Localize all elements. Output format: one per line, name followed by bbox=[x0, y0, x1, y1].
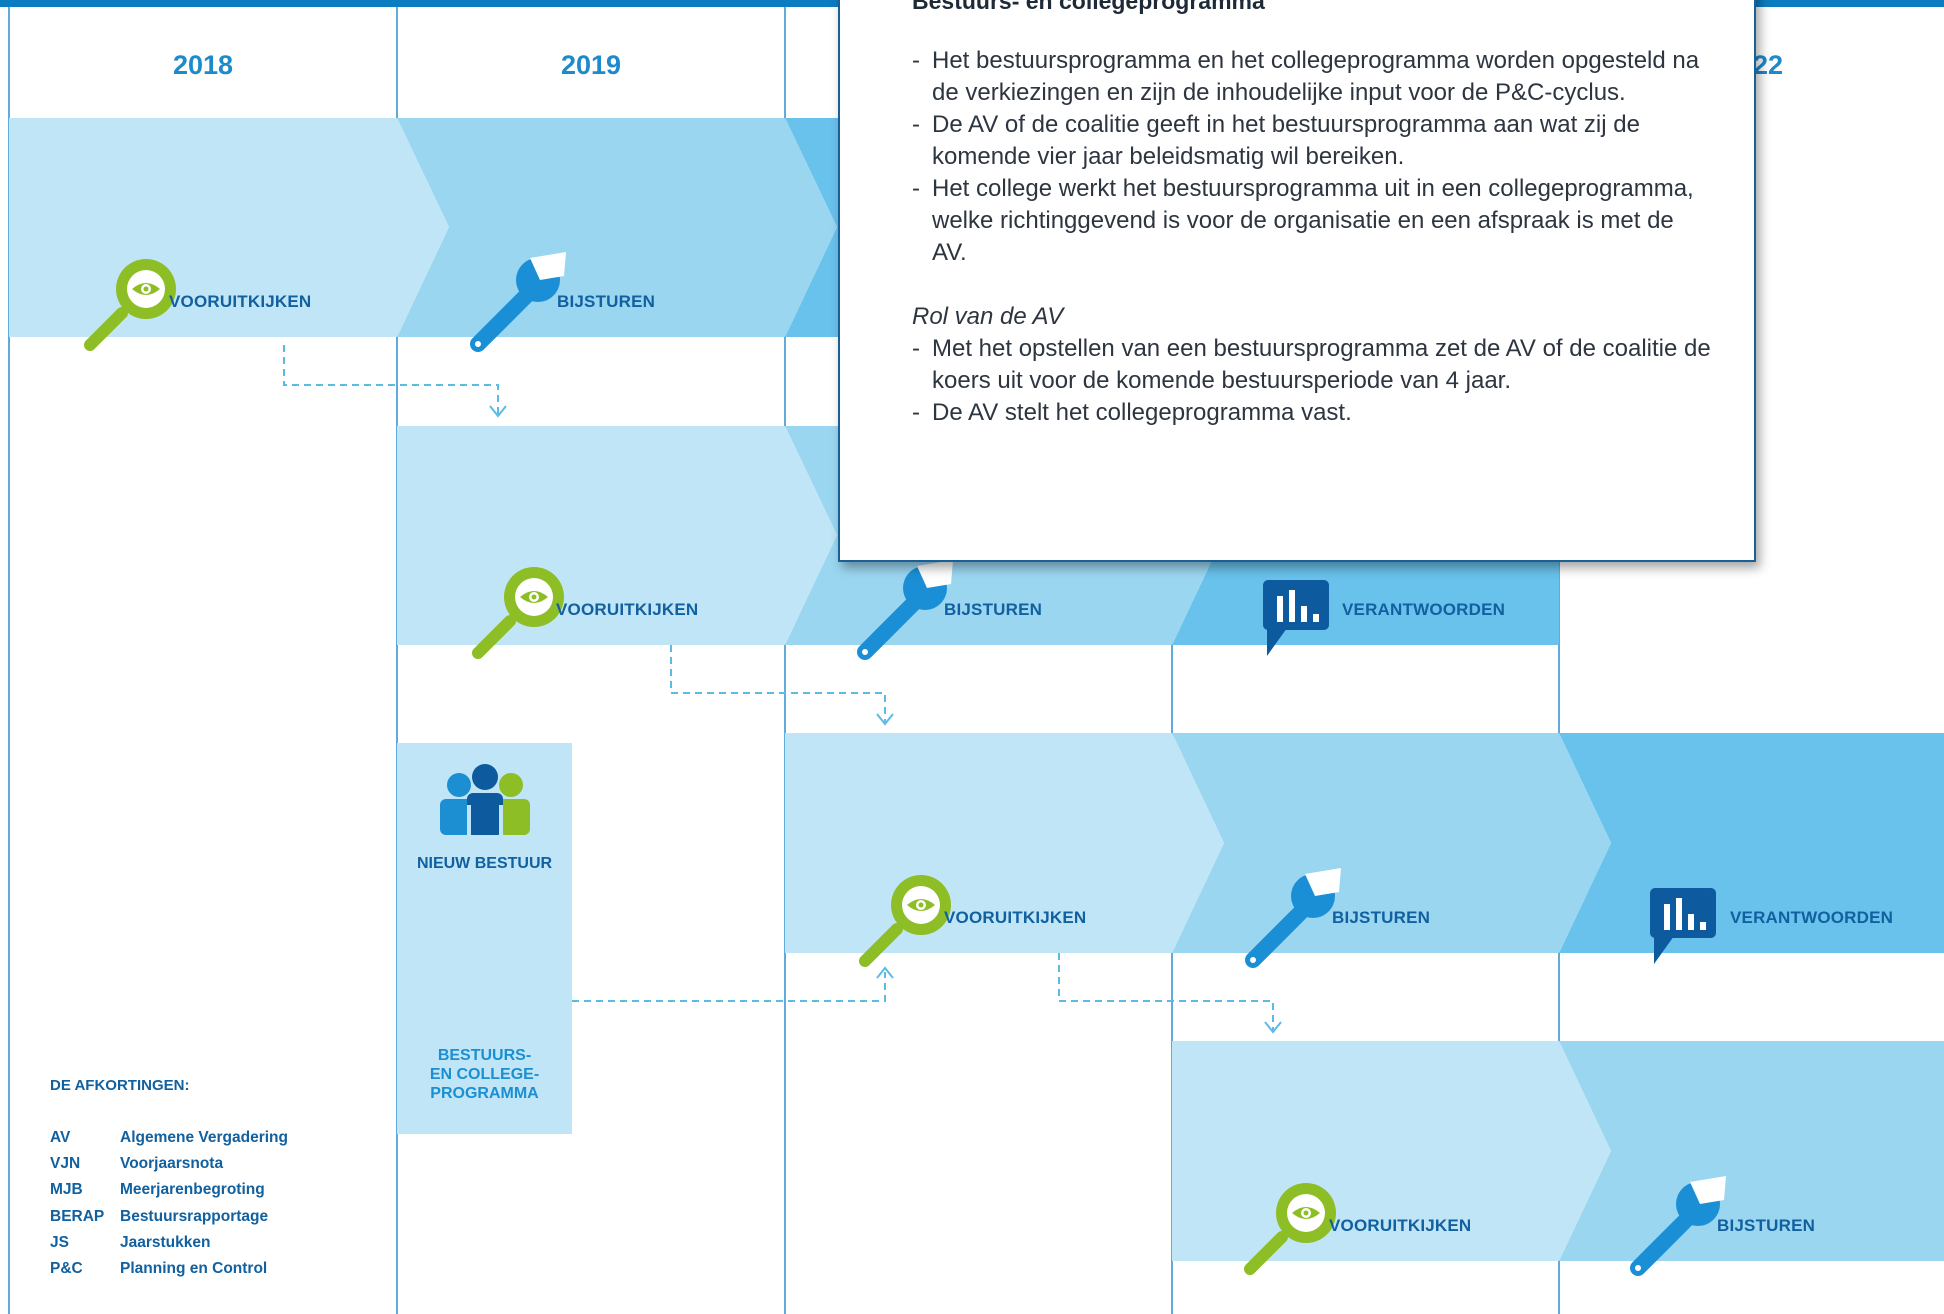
connector-arrows bbox=[489, 405, 1282, 1034]
year-header-2018: 2018 bbox=[172, 50, 234, 80]
abbreviation-key: P&C bbox=[50, 1260, 83, 1277]
abbreviation-value: Bestuursrapportage bbox=[120, 1208, 269, 1225]
bestuursprogramma-label: BESTUURS- EN COLLEGE- PROGRAMMA bbox=[429, 1047, 540, 1102]
abbreviations-title: DE AFKORTINGEN: bbox=[50, 1077, 190, 1094]
connectors bbox=[283, 345, 1274, 1030]
abbreviation-key: VJN bbox=[50, 1155, 81, 1172]
step-label-vooruitkijken: VOORUITKIJKEN bbox=[556, 600, 699, 619]
popup-bullet: Het college werkt het bestuursprogramma … bbox=[912, 173, 1712, 269]
popup-bullet: De AV of de coalitie geeft in het bestuu… bbox=[912, 109, 1712, 173]
step-label-vooruitkijken: VOORUITKIJKEN bbox=[169, 292, 312, 311]
popup-body: Het bestuursprogramma en het collegeprog… bbox=[912, 45, 1712, 429]
abbreviation-key: JS bbox=[50, 1234, 69, 1251]
abbreviation-value: Algemene Vergadering bbox=[120, 1129, 288, 1146]
abbreviation-value: Planning en Control bbox=[120, 1260, 268, 1277]
popup-title: Bestuurs- en collegeprogramma bbox=[912, 0, 1265, 14]
popup-subtitle: Rol van de AV bbox=[912, 303, 1064, 330]
abbreviation-key: MJB bbox=[50, 1181, 83, 1198]
abbreviation-key: AV bbox=[50, 1129, 71, 1146]
abbreviation-value: Voorjaarsnota bbox=[120, 1155, 224, 1172]
abbreviation-key: BERAP bbox=[50, 1208, 105, 1225]
step-label-verantwoorden: VERANTWOORDEN bbox=[1342, 600, 1506, 619]
step-label-bijsturen: BIJSTUREN bbox=[1717, 1216, 1816, 1235]
nieuw-bestuur-label: NIEUW BESTUUR bbox=[416, 855, 553, 872]
step-label-vooruitkijken: VOORUITKIJKEN bbox=[944, 908, 1087, 927]
abbreviation-value: Jaarstukken bbox=[120, 1234, 211, 1251]
step-label-bijsturen: BIJSTUREN bbox=[557, 292, 656, 311]
people-icon bbox=[440, 764, 530, 835]
popup-bullet: Met het opstellen van een bestuursprogra… bbox=[912, 333, 1712, 397]
info-popup: Bestuurs- en collegeprogramma Het bestuu… bbox=[838, 0, 1756, 562]
step-label-vooruitkijken: VOORUITKIJKEN bbox=[1329, 1216, 1472, 1235]
step-label-bijsturen: BIJSTUREN bbox=[1332, 908, 1431, 927]
popup-bullet: Het bestuursprogramma en het collegeprog… bbox=[912, 45, 1712, 109]
popup-bullet: De AV stelt het collegeprogramma vast. bbox=[912, 397, 1712, 429]
step-label-bijsturen: BIJSTUREN bbox=[944, 600, 1043, 619]
year-header-2019: 2019 bbox=[560, 50, 622, 80]
abbreviation-value: Meerjarenbegroting bbox=[120, 1181, 265, 1198]
step-label-verantwoorden: VERANTWOORDEN bbox=[1730, 908, 1894, 927]
